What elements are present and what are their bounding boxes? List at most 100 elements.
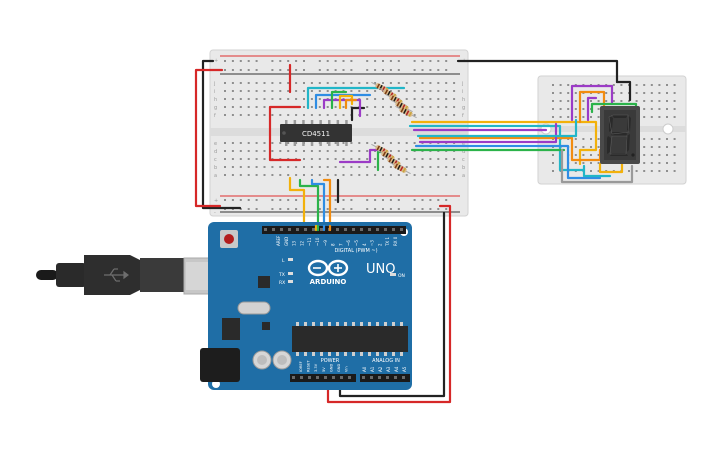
power-pin-label: GND xyxy=(329,364,333,372)
digital-pin-label: 12 xyxy=(299,240,304,246)
analog-pin-label: A3 xyxy=(386,366,391,372)
led-on-label: ON xyxy=(398,273,405,279)
digital-pin-label: 7 xyxy=(338,243,343,246)
wire-red-5v xyxy=(326,204,452,404)
analog-pin-label: A1 xyxy=(370,366,375,372)
wire-purple-disp-top xyxy=(570,84,614,122)
power-header[interactable] xyxy=(290,374,356,382)
wire-black-left-loop xyxy=(201,59,242,210)
crystal xyxy=(237,301,271,315)
digital-pin-label: ~6 xyxy=(346,240,351,246)
rail-plus-label-bottom: + xyxy=(214,198,218,204)
wire-green-a xyxy=(298,178,320,232)
power-pin-label: RESET xyxy=(307,360,311,372)
digital-pin-label: 2 xyxy=(377,243,382,246)
led-l-label: L xyxy=(282,258,285,264)
chip-notch xyxy=(282,131,286,135)
power-pin-label: IOREF xyxy=(299,361,303,372)
analog-label: ANALOG IN xyxy=(372,358,400,364)
reset-button-cap xyxy=(224,234,234,244)
power-pin-label: GND xyxy=(337,364,341,372)
digital-pin-label: ~3 xyxy=(370,240,375,246)
row-label: j xyxy=(461,81,463,87)
row-label: e xyxy=(214,141,217,147)
wire-blue-display xyxy=(414,144,602,180)
digital-pin-label: ~9 xyxy=(323,240,328,246)
small-chip xyxy=(262,322,270,330)
row-label: b xyxy=(462,165,465,171)
cd4511-chip[interactable]: CD4511 xyxy=(280,120,352,146)
segment-d xyxy=(610,153,628,156)
analog-pin-label: A2 xyxy=(378,366,383,372)
power-pin-label: 5V xyxy=(322,367,326,372)
rail-plus-label-top: + xyxy=(214,58,218,64)
led-tx-label: TX xyxy=(278,272,285,278)
led-on xyxy=(390,273,396,276)
row-label: f xyxy=(462,113,464,119)
led-l xyxy=(288,258,293,261)
arduino-uno-board[interactable]: ARDUINO UNO DIGITAL (PWM ~) POWER ANALOG… xyxy=(200,222,412,390)
led-tx xyxy=(288,272,293,275)
segment-dp xyxy=(631,153,635,157)
wire-purple-top xyxy=(322,98,362,118)
wire-black-disp xyxy=(615,80,632,102)
wire-purple-bottom xyxy=(338,148,382,164)
analog-pin-label: A0 xyxy=(362,366,367,372)
row-label: i xyxy=(214,89,215,95)
wire-yellow-display xyxy=(410,120,598,166)
rail-minus-label-bottom: - xyxy=(214,210,216,216)
row-label: h xyxy=(462,97,465,103)
wire-orange-disp-top xyxy=(578,90,606,124)
seven-segment-display[interactable] xyxy=(600,106,640,164)
digital-pin-label: GND xyxy=(284,237,289,246)
row-label: c xyxy=(462,157,465,163)
digital-pin-label: ~5 xyxy=(354,240,359,246)
row-label: g xyxy=(214,105,217,111)
segment-f xyxy=(609,116,613,132)
wire-orange-a xyxy=(322,178,332,232)
digital-pin-label: RX 0 xyxy=(393,236,398,246)
atmega-chip xyxy=(292,326,408,352)
digital-pin-label: 13 xyxy=(292,240,297,246)
wire-red-left-loop xyxy=(194,68,224,208)
row-label: c xyxy=(214,157,217,163)
led-rx-label: RX xyxy=(279,280,285,286)
power-pin-label: 3.3V xyxy=(314,363,318,372)
wire-yellow-disp-bottom xyxy=(598,162,624,174)
resistor xyxy=(395,105,417,119)
usb-cable[interactable] xyxy=(36,255,227,295)
segment-e xyxy=(607,136,611,154)
arduino-logo-text: ARDUINO xyxy=(310,278,347,286)
resistor xyxy=(391,99,413,113)
digital-label: DIGITAL (PWM ~) xyxy=(334,248,377,254)
wire-purple-display xyxy=(418,122,558,144)
wire-red-jumper-left xyxy=(268,105,302,162)
row-label: g xyxy=(462,105,465,111)
led-rx xyxy=(288,280,293,283)
voltage-regulator xyxy=(222,318,240,340)
usb-chip xyxy=(258,276,270,288)
digital-pin-label: 4 xyxy=(362,243,367,246)
row-label: d xyxy=(462,149,465,155)
wire-green-top xyxy=(330,90,348,110)
power-jack[interactable] xyxy=(200,348,240,382)
row-label: b xyxy=(214,165,217,171)
wire-orange-top xyxy=(344,98,358,110)
wire-cyan-display-2 xyxy=(416,118,578,138)
digital-header[interactable] xyxy=(262,226,406,234)
row-label: e xyxy=(462,141,465,147)
chip-label: CD4511 xyxy=(302,130,330,138)
analog-header[interactable] xyxy=(360,374,410,382)
row-label: d xyxy=(214,149,217,155)
chip-pins-bottom xyxy=(285,142,348,146)
usb-icon xyxy=(104,268,129,282)
wire-cyan-top xyxy=(306,86,406,110)
resistor xyxy=(389,161,411,175)
mount-hole-right xyxy=(662,123,674,135)
wire-purple-disp-top-2 xyxy=(586,96,598,122)
